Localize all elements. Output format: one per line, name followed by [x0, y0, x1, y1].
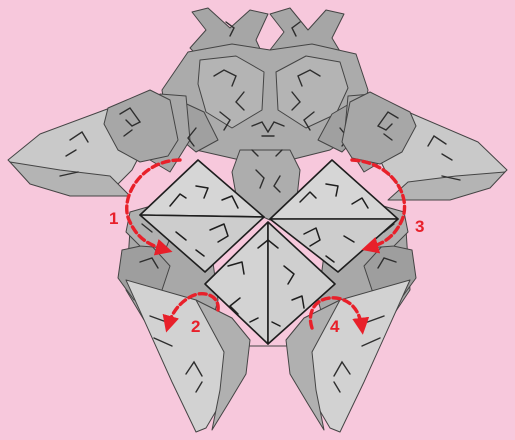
step-label-3: 3	[415, 217, 424, 236]
step-label-1: 1	[109, 209, 118, 228]
step-label-2: 2	[191, 317, 200, 336]
step-label-4: 4	[330, 317, 340, 336]
